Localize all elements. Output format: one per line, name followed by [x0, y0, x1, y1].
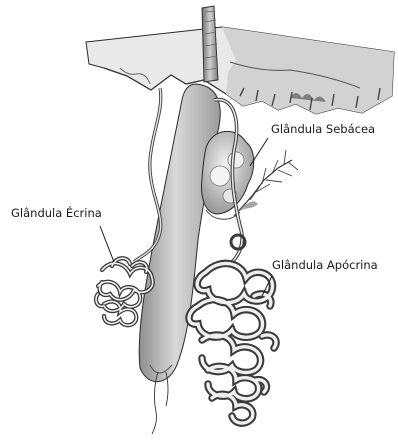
hair-shaft	[202, 6, 218, 82]
eccrine-leader-line	[100, 226, 114, 262]
label-eccrine-gland: Glândula Écrina	[11, 206, 102, 220]
skin-surface-block	[86, 27, 394, 114]
label-sebaceous-gland: Glândula Sebácea	[271, 122, 375, 136]
label-apocrine-gland: Glândula Apócrina	[272, 258, 378, 272]
apocrine-gland-coil	[189, 263, 276, 423]
